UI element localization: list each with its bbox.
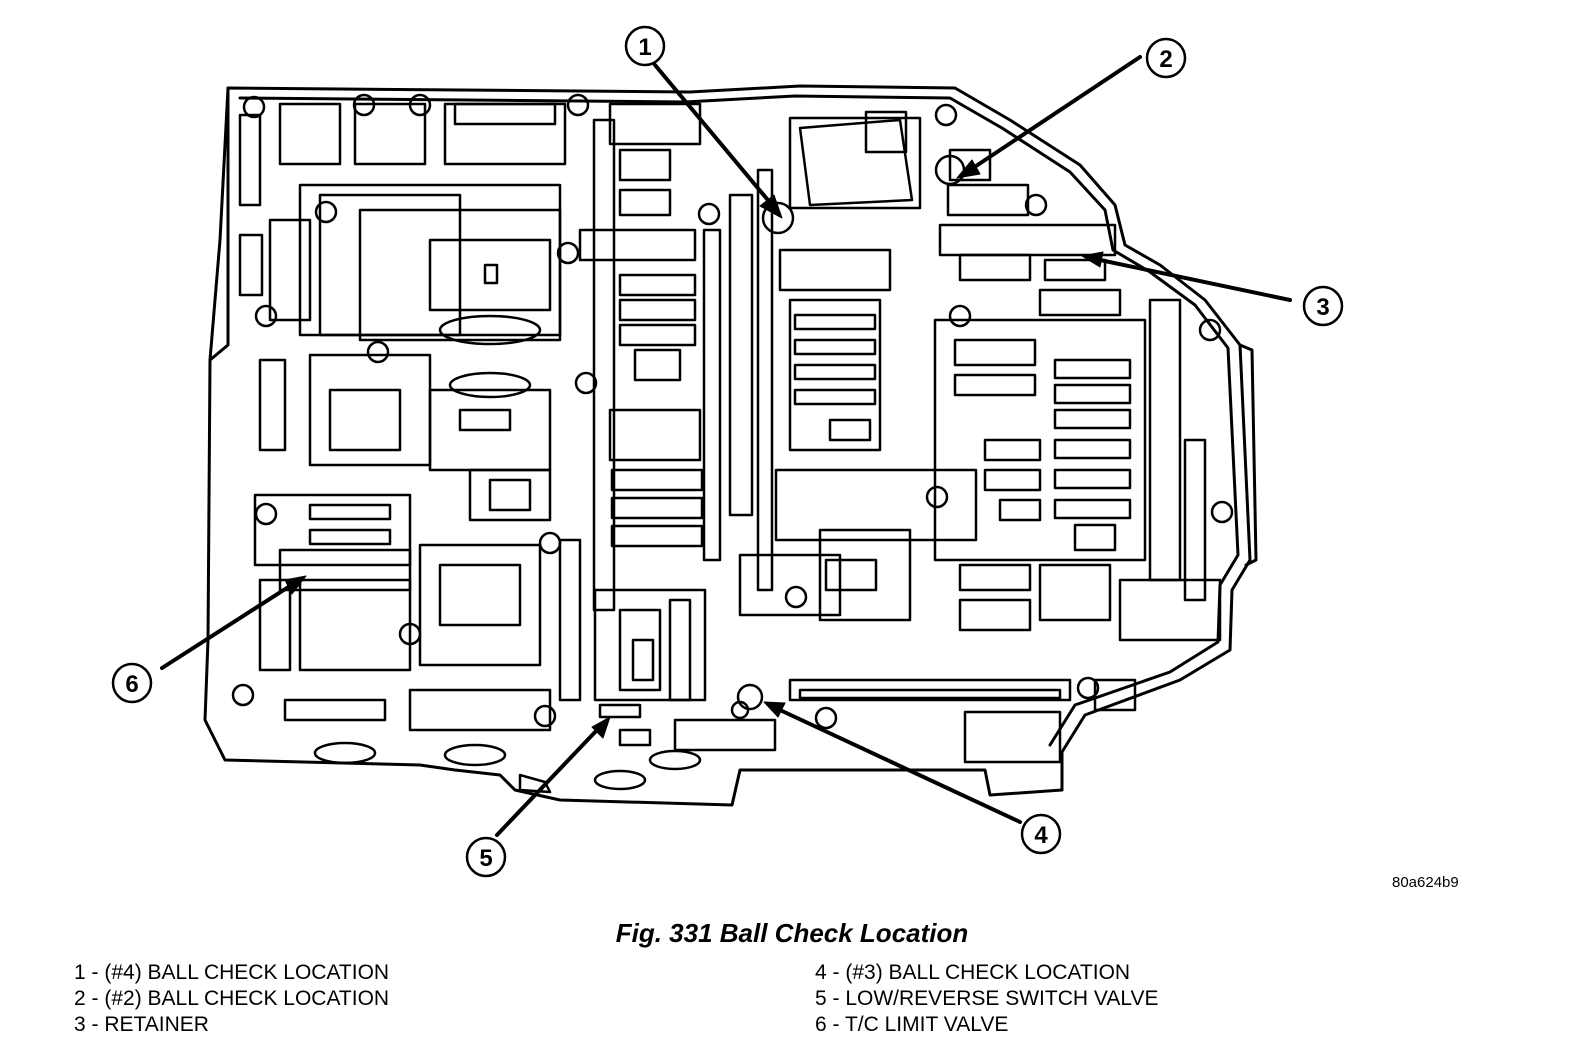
callout-number: 6 [125,671,138,698]
legend-item: 3 - RETAINER [74,1013,209,1036]
legend-item: 5 - LOW/REVERSE SWITCH VALVE [815,987,1159,1010]
callout-4: 4 [1020,813,1062,855]
bolt-holes [231,93,1234,730]
legend-left-column: 1 - (#4) BALL CHECK LOCATION 2 - (#2) BA… [74,960,389,1038]
callout-number: 4 [1034,822,1048,849]
callout-1: 1 [624,25,666,67]
valve-body-passages [238,102,1222,794]
legend-item: 4 - (#3) BALL CHECK LOCATION [815,961,1131,984]
legend-item: 1 - (#4) BALL CHECK LOCATION [74,961,390,984]
legend-right-column: 4 - (#3) BALL CHECK LOCATION 5 - LOW/REV… [815,960,1158,1038]
leader-arrow-6 [160,575,307,670]
leader-arrow-2 [956,55,1142,179]
legend-item: 6 - T/C LIMIT VALVE [815,1013,1009,1036]
leader-arrow-3 [1081,251,1292,302]
legend-item: 2 - (#2) BALL CHECK LOCATION [74,987,390,1010]
callout-number: 2 [1159,46,1172,73]
leader-arrow-4 [763,701,1022,824]
callout-number: 1 [638,34,651,61]
leader-arrow-5 [495,716,611,837]
figure-reference-code: 80a624b9 [1392,874,1459,891]
leader-arrows [160,55,1292,837]
callout-3: 3 [1302,285,1344,327]
callout-6: 6 [111,662,153,704]
callout-number: 5 [479,845,492,872]
callout-number: 3 [1316,294,1329,321]
callout-2: 2 [1145,37,1187,79]
leader-arrow-1 [653,63,783,219]
callout-5: 5 [465,836,507,878]
figure-caption: Fig. 331 Ball Check Location [615,918,969,948]
